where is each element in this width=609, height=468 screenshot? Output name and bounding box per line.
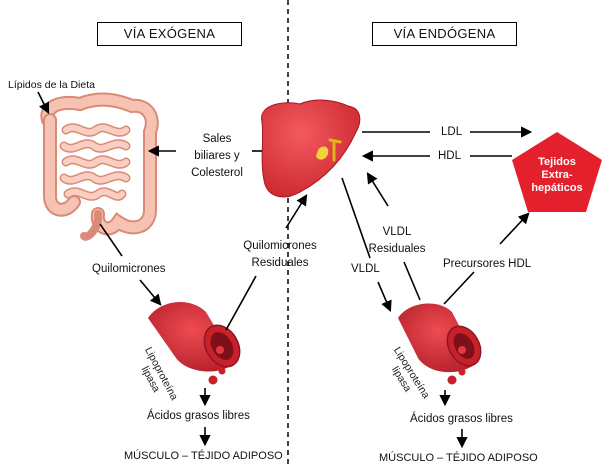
label-vldl-res-1: VLDL <box>362 224 432 241</box>
label-diet-lipids: Lípidos de la Dieta <box>8 78 95 92</box>
title-endogenous-pathway: VÍA ENDÓGENA <box>372 22 517 46</box>
label-vldl-res-2: Residuales <box>362 241 432 258</box>
label-tissue-3: hepáticos <box>520 182 594 195</box>
label-bile-salts-2: biliares y <box>182 148 252 165</box>
label-bile-salts: Sales biliares y Colesterol <box>182 131 252 182</box>
line-vessel-to-residual <box>226 276 256 330</box>
label-residual-chylomicrons: Quilomicrones Residuales <box>238 238 322 272</box>
label-muscle-right: MÚSCULO – TÉJIDO ADIPOSO <box>379 451 538 465</box>
label-muscle-left: MÚSCULO – TÉJIDO ADIPOSO <box>124 449 283 463</box>
liver-icon <box>262 100 360 197</box>
label-chylomicrons: Quilomicrones <box>92 262 166 276</box>
line-vessel-to-precursors <box>444 272 474 304</box>
label-vldl-residual: VLDL Residuales <box>362 224 432 258</box>
label-residual-chylo-1: Quilomicrones <box>238 238 322 255</box>
label-tissue-2: Extra- <box>520 169 594 182</box>
label-tissue-1: Tejidos <box>520 156 594 169</box>
label-residual-chylo-2: Residuales <box>238 255 322 272</box>
label-vldl: VLDL <box>351 262 380 276</box>
title-exogenous-pathway: VÍA EXÓGENA <box>97 22 242 46</box>
label-hdl-precursors: Precursores HDL <box>443 257 531 271</box>
arrow-vldl-to-vessel <box>378 282 390 310</box>
label-bile-salts-1: Sales <box>182 131 252 148</box>
arrow-precursors-to-tissue <box>500 214 528 244</box>
label-ffa-right: Ácidos grasos libres <box>410 412 513 426</box>
arrow-chylo-to-vessel <box>140 280 160 304</box>
label-extrahepatic-tissue: Tejidos Extra- hepáticos <box>520 156 594 195</box>
intestine-icon <box>47 100 151 237</box>
arrow-residual-to-liver <box>286 196 306 228</box>
label-bile-salts-3: Colesterol <box>182 165 252 182</box>
label-ldl: LDL <box>441 125 462 139</box>
arrow-vldl-res-to-liver <box>368 174 388 206</box>
label-hdl: HDL <box>438 149 461 163</box>
label-ffa-left: Ácidos grasos libres <box>147 409 250 423</box>
line-vessel-to-vldl-res <box>404 262 420 300</box>
